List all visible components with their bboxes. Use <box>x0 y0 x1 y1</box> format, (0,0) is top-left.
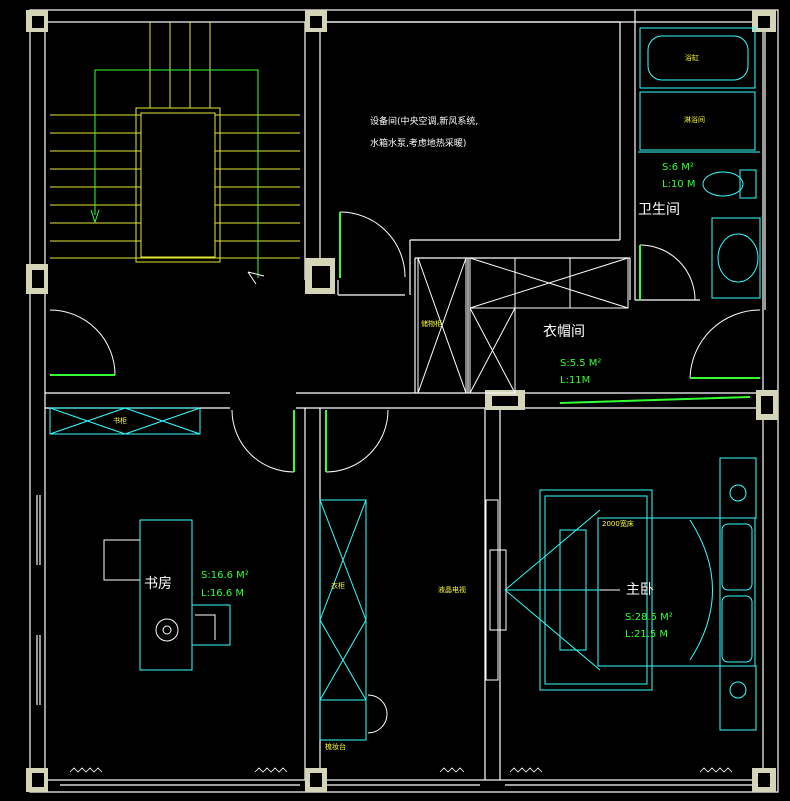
storage-cabinet-label: 储物柜 <box>421 320 442 328</box>
equipment-room-label-line2: 水箱水泵,考虑地热采暖) <box>370 139 467 149</box>
vanity-label: 梳妆台 <box>325 743 346 751</box>
shower-label: 淋浴间 <box>684 116 705 124</box>
bookcase-label: 书柜 <box>113 417 127 425</box>
up-arrow-icon <box>247 271 265 285</box>
study-title: 书房 <box>144 576 172 592</box>
closet-title: 衣帽间 <box>543 324 585 340</box>
tv-label: 液晶电视 <box>438 586 466 594</box>
staircase <box>50 22 300 263</box>
closet-area: S:5.5 M² <box>560 358 602 369</box>
structural-columns <box>26 10 778 792</box>
master-bedroom-title: 主卧 <box>626 582 654 598</box>
stair-arrow <box>90 69 259 278</box>
bathroom-area: S:6 M² <box>662 162 694 173</box>
study-furniture <box>49 407 231 671</box>
bathroom-perimeter: L:10 M <box>662 179 696 190</box>
bed-size-label: 2000宽床 <box>602 520 634 528</box>
radiators <box>69 767 733 773</box>
study-perimeter: L:16.6 M <box>201 588 245 599</box>
closet-perimeter: L:11M <box>560 375 591 386</box>
door-leaves <box>50 212 760 472</box>
vanity-stool <box>367 694 388 734</box>
bathtub-label: 浴缸 <box>685 54 699 62</box>
study-area: S:16.6 M² <box>201 570 249 581</box>
door-swings <box>49 211 761 473</box>
wardrobe-label: 衣柜 <box>331 582 345 590</box>
study-chairs <box>103 539 216 642</box>
column-holes <box>32 16 773 787</box>
equipment-room-label-line1: 设备间(中央空调,新风系统, <box>370 117 479 127</box>
master-perimeter: L:21.5 M <box>625 629 669 640</box>
corridor-furniture <box>319 499 367 741</box>
closet-cabinets <box>417 257 629 394</box>
tv-wall <box>485 499 507 681</box>
bathroom-fixtures <box>638 27 761 299</box>
master-area: S:28.5 M² <box>625 612 673 623</box>
master-furniture <box>504 457 757 731</box>
bathroom-title: 卫生间 <box>638 202 680 218</box>
